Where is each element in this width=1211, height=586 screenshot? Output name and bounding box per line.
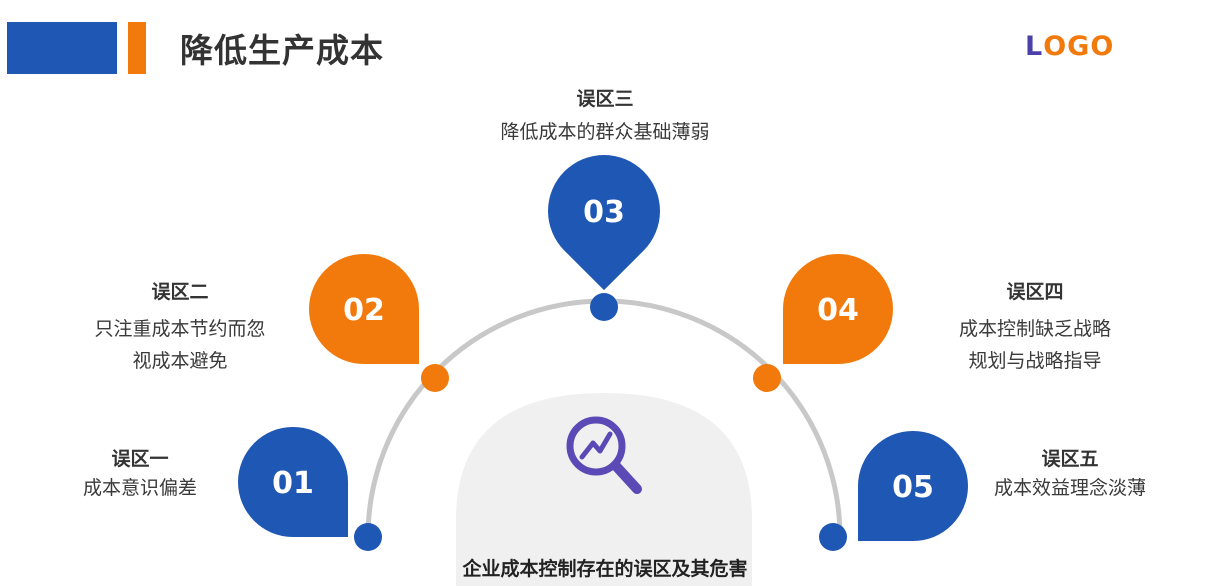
logo-letter: O [1090,31,1115,62]
arc-dot-05 [819,523,847,551]
page-title: 降低生产成本 [180,31,384,70]
label-item-01: 误区一 成本意识偏差 [60,446,220,504]
pin-number-01: 01 [272,466,314,501]
pin-marker-03 [548,155,661,291]
header-accent-bar-blue [7,22,117,74]
pin-marker-05 [858,431,968,541]
item-title: 误区五 [1041,448,1099,470]
item-desc-line: 成本意识偏差 [82,477,197,499]
item-desc-line: 视成本避免 [132,350,228,372]
item-title: 误区二 [151,281,209,303]
logo-letter: L [1025,31,1044,62]
item-desc-line: 只注重成本节约而忽 [94,318,266,340]
pin-number-02: 02 [343,293,385,328]
logo-letter: O [1043,31,1068,62]
item-desc-line: 成本控制缺乏战略 [958,318,1111,340]
pin-number-03: 03 [583,195,625,230]
item-title: 误区一 [111,448,169,470]
item-title: 误区三 [576,88,634,110]
pin-marker-01 [238,427,348,537]
arc-dot-04 [753,364,781,392]
center-hump [456,393,752,586]
arc-dot-01 [354,523,382,551]
logo-letter: G [1067,31,1091,62]
label-item-03: 误区三 降低成本的群众基础薄弱 [440,86,770,148]
pin-number-05: 05 [892,470,934,505]
item-desc-line: 降低成本的群众基础薄弱 [500,121,710,143]
item-desc-line: 规划与战略指导 [968,350,1102,372]
label-item-04: 误区四 成本控制缺乏战略 规划与战略指导 [920,279,1150,377]
label-item-05: 误区五 成本效益理念淡薄 [975,446,1165,504]
arc-dot-02 [421,364,449,392]
pin-number-04: 04 [817,293,859,328]
header-accent-bar-orange [128,22,146,74]
item-desc-line: 成本效益理念淡薄 [993,477,1146,499]
pin-marker-04 [783,254,893,364]
magnifier-chart-icon [566,416,626,476]
center-icon [566,416,642,494]
pins-group: 01 02 03 04 05 [238,155,968,551]
logo: LOGO [1025,31,1114,62]
arc-dot-03 [590,293,618,321]
pin-marker-02 [309,254,419,364]
label-item-02: 误区二 只注重成本节约而忽 视成本避免 [60,279,300,377]
center-caption: 企业成本控制存在的误区及其危害 [462,558,748,580]
item-title: 误区四 [1006,281,1064,303]
